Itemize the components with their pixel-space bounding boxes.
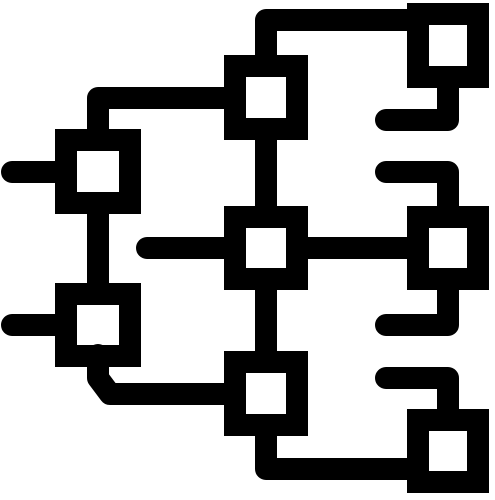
node-right-top [407, 3, 489, 88]
link-top-to-upper-right [255, 9, 429, 77]
node-left-lower [55, 283, 141, 367]
node-center-middle [224, 206, 308, 290]
branch-middle-right-up [375, 161, 459, 228]
node-right-bottom [407, 409, 489, 493]
node-center-bottom [224, 351, 308, 436]
node-left-upper [55, 129, 141, 214]
branch-middle-right-down [375, 268, 459, 336]
node-right-middle [407, 206, 489, 290]
link-bottom-to-lower-right [255, 414, 429, 480]
link-left-upper-to-top [87, 87, 246, 151]
node-center-top [224, 55, 308, 140]
branch-upper-right-out [375, 66, 459, 131]
branch-lower-right-in [375, 367, 459, 431]
